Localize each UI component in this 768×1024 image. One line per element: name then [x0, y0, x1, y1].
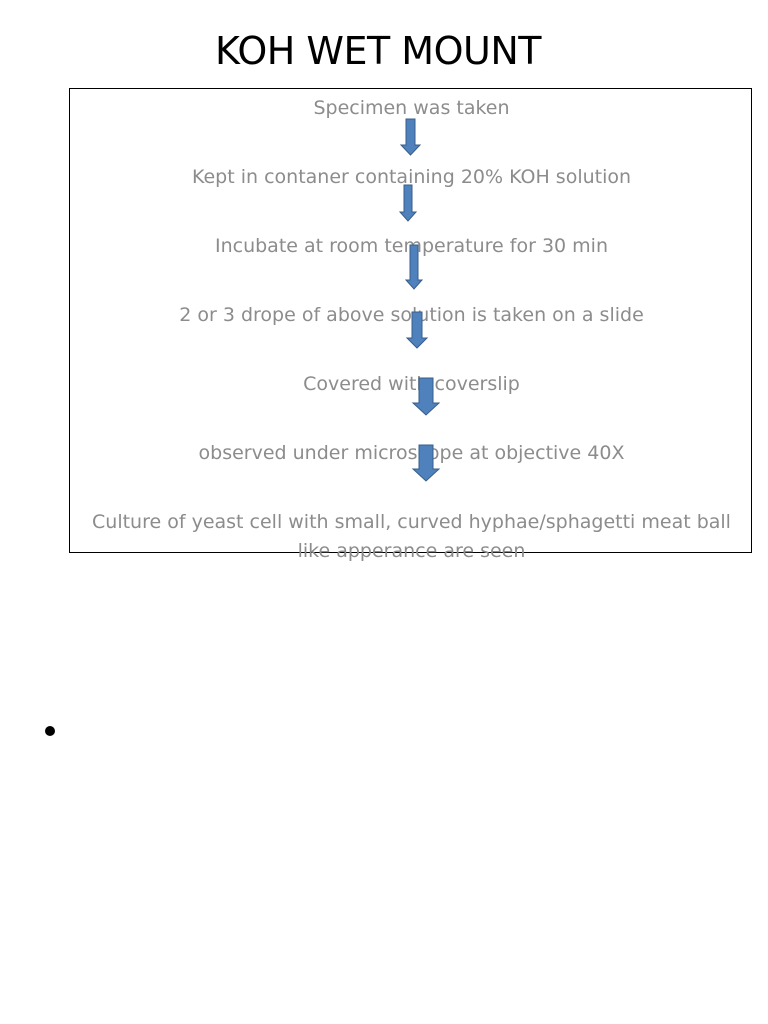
step-3: Incubate at room temperature for 30 min — [214, 235, 609, 257]
step-5: Covered with coverslip — [303, 373, 520, 395]
page-title: KOH WET MOUNT — [215, 29, 541, 73]
step-4: 2 or 3 drope of above solution is taken … — [179, 304, 644, 326]
bullet-icon — [45, 726, 55, 736]
step-7: Culture of yeast cell with small, curved… — [92, 511, 731, 562]
step-2: Kept in contaner containing 20% KOH solu… — [191, 166, 632, 188]
step-6: observed under microscope at objective 4… — [198, 442, 625, 464]
step-1: Specimen was taken — [313, 97, 510, 119]
flowchart-box: Specimen was taken Kept in contaner cont… — [69, 88, 752, 562]
